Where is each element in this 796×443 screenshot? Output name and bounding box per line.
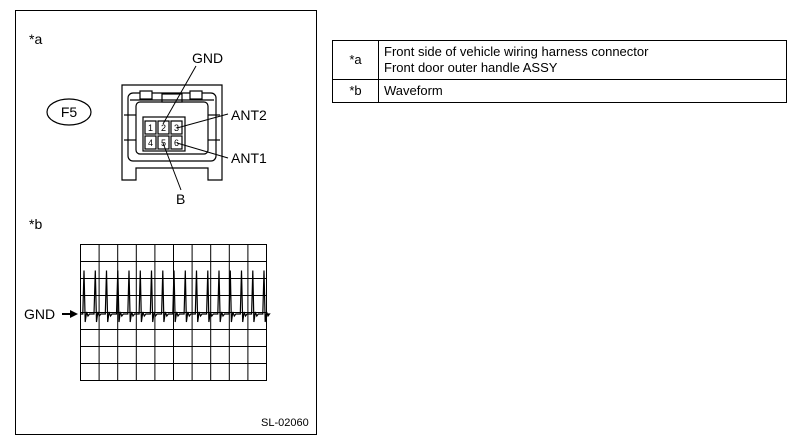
- pin-3: 3: [174, 123, 179, 133]
- pin-1: 1: [148, 123, 153, 133]
- connector-id-badge: F5: [46, 98, 92, 126]
- legend-desc-b-line-1: Waveform: [384, 83, 443, 98]
- label-a: *a: [29, 31, 42, 47]
- gnd-callout-label: GND: [192, 50, 223, 66]
- legend-key-b: *b: [332, 79, 379, 103]
- waveform-grid: [80, 244, 267, 381]
- legend-table: *a Front side of vehicle wiring harness …: [332, 40, 787, 103]
- harness-connector: [121, 84, 223, 181]
- figure-frame: [15, 10, 317, 435]
- legend-desc-b: Waveform: [378, 79, 787, 103]
- pin-2: 2: [161, 123, 166, 133]
- b-callout-label: B: [176, 191, 185, 207]
- legend-desc-a-line-1: Front side of vehicle wiring harness con…: [384, 44, 649, 59]
- figure-code: SL-02060: [261, 417, 309, 429]
- callout-lines: [162, 65, 229, 191]
- ant2-callout-label: ANT2: [231, 107, 267, 123]
- ant1-callout-line: [176, 142, 229, 159]
- waveform-trace: [80, 270, 271, 323]
- label-b: *b: [29, 216, 42, 232]
- pin-6: 6: [174, 138, 179, 148]
- pin-4: 4: [148, 138, 153, 148]
- ant1-callout-label: ANT1: [231, 150, 267, 166]
- legend-row-b: *b Waveform: [332, 79, 787, 103]
- legend-row-a: *a Front side of vehicle wiring harness …: [332, 40, 787, 80]
- legend-key-a: *a: [332, 40, 379, 80]
- waveform-gnd-label: GND: [24, 306, 55, 322]
- connector-id: F5: [61, 104, 78, 120]
- ant2-callout-line: [176, 113, 229, 129]
- gnd-callout-line: [162, 65, 197, 125]
- gnd-arrow-icon: [62, 310, 78, 318]
- legend-desc-a-line-2: Front door outer handle ASSY: [384, 60, 558, 75]
- legend-desc-a: Front side of vehicle wiring harness con…: [378, 40, 787, 80]
- b-callout-line: [162, 142, 182, 191]
